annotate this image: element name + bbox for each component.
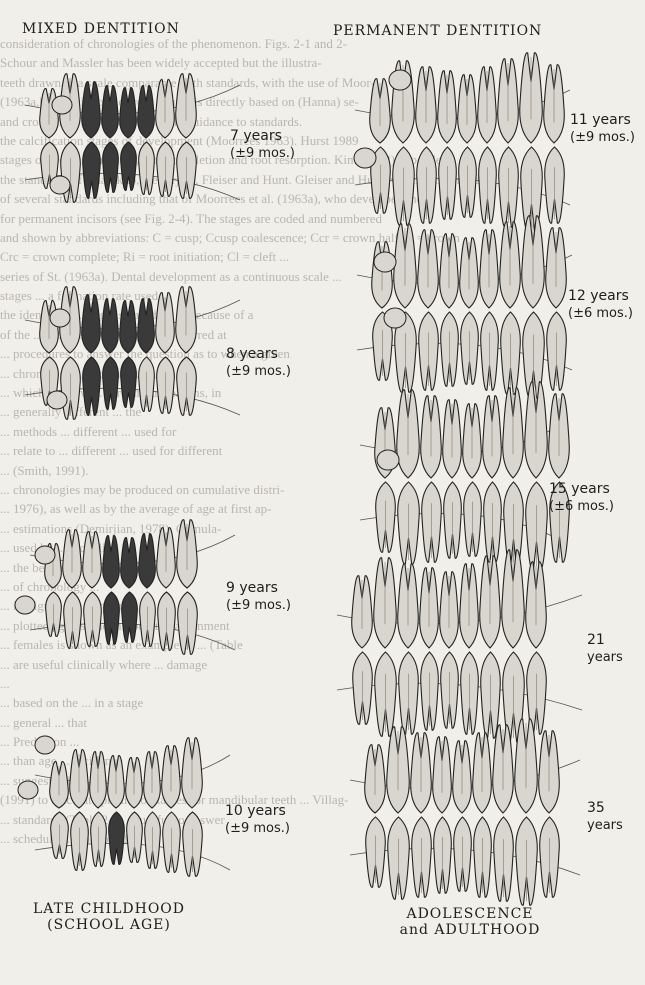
stage-label-right-1: 11 years (±9 mos.) bbox=[570, 112, 635, 146]
tooth bbox=[102, 86, 119, 138]
stage-range: (±9 mos.) bbox=[226, 363, 291, 380]
tooth bbox=[83, 142, 101, 198]
tooth bbox=[103, 357, 119, 409]
tooth bbox=[103, 536, 120, 588]
dentition-11-years bbox=[355, 53, 570, 232]
developing-crown bbox=[50, 309, 70, 327]
stage-range: (±9 mos.) bbox=[230, 145, 295, 162]
stage-range: (±6 mos.) bbox=[549, 498, 614, 515]
dentition-21-years bbox=[337, 550, 582, 743]
tooth bbox=[121, 538, 138, 588]
developing-crown bbox=[47, 391, 67, 409]
stage-label-left-4: 10 years (±9 mos.) bbox=[225, 803, 290, 837]
dentition-9-years bbox=[30, 520, 235, 655]
stage-label-left-2: 8 years (±9 mos.) bbox=[226, 346, 291, 380]
dentition-15-years bbox=[360, 382, 569, 571]
tooth bbox=[82, 82, 101, 138]
developing-crown bbox=[389, 70, 411, 90]
stage-range: (±9 mos.) bbox=[226, 597, 291, 614]
stage-range: (±9 mos.) bbox=[570, 129, 635, 146]
stage-range: (±9 mos.) bbox=[225, 820, 290, 837]
stage-age: 35 bbox=[587, 800, 605, 816]
stage-age: 12 years bbox=[568, 288, 629, 304]
developing-crown bbox=[377, 450, 399, 470]
tooth bbox=[104, 592, 120, 644]
stage-age: 21 bbox=[587, 632, 605, 648]
dentition-10-years bbox=[35, 738, 230, 877]
developing-crown bbox=[35, 736, 55, 754]
stage-range: (±6 mos.) bbox=[568, 305, 633, 322]
stage-label-left-3: 9 years (±9 mos.) bbox=[226, 580, 291, 614]
developing-crown bbox=[18, 781, 38, 799]
tooth bbox=[121, 142, 137, 190]
stage-label-right-3: 15 years (±6 mos.) bbox=[549, 481, 614, 515]
caption-line: (SCHOOL AGE) bbox=[14, 917, 204, 933]
tooth bbox=[120, 301, 137, 353]
tooth bbox=[138, 299, 155, 353]
tooth bbox=[103, 142, 119, 192]
stage-range: years bbox=[587, 817, 623, 834]
tooth bbox=[109, 812, 125, 864]
caption-adolescence-adulthood: ADOLESCENCE and ADULTHOOD bbox=[380, 906, 560, 938]
tooth bbox=[82, 295, 101, 353]
stage-age: 11 years bbox=[570, 112, 631, 128]
developing-crown bbox=[384, 308, 406, 328]
caption-late-childhood: LATE CHILDHOOD (SCHOOL AGE) bbox=[14, 901, 204, 933]
stage-age: 10 years bbox=[225, 803, 286, 819]
dentition-35-years bbox=[350, 719, 580, 906]
heading-permanent-dentition: PERMANENT DENTITION bbox=[333, 23, 542, 39]
stage-age: 8 years bbox=[226, 346, 278, 362]
developing-crown bbox=[374, 252, 396, 272]
caption-line: ADOLESCENCE bbox=[380, 906, 560, 922]
tooth bbox=[139, 534, 156, 588]
stage-label-left-1: 7 years (±9 mos.) bbox=[230, 128, 295, 162]
dentition-12-years bbox=[357, 216, 572, 399]
caption-line: LATE CHILDHOOD bbox=[14, 901, 204, 917]
stage-age: 9 years bbox=[226, 580, 278, 596]
tooth bbox=[122, 592, 138, 642]
developing-crown bbox=[52, 96, 72, 114]
caption-line: and ADULTHOOD bbox=[380, 922, 560, 938]
developing-crown bbox=[354, 148, 376, 168]
tooth bbox=[83, 357, 101, 415]
tooth bbox=[120, 88, 137, 138]
tooth bbox=[121, 357, 137, 407]
stage-range: years bbox=[587, 649, 623, 666]
dental-development-illustration bbox=[0, 0, 645, 951]
stage-label-right-4: 21 years bbox=[587, 632, 623, 666]
developing-crown bbox=[15, 596, 35, 614]
stage-age: 15 years bbox=[549, 481, 610, 497]
stage-label-right-2: 12 years (±6 mos.) bbox=[568, 288, 633, 322]
tooth bbox=[138, 86, 155, 138]
heading-mixed-dentition: MIXED DENTITION bbox=[22, 21, 180, 37]
stage-age: 7 years bbox=[230, 128, 282, 144]
stage-label-right-5: 35 years bbox=[587, 800, 623, 834]
developing-crown bbox=[50, 176, 70, 194]
developing-crown bbox=[35, 546, 55, 564]
tooth bbox=[102, 299, 119, 353]
